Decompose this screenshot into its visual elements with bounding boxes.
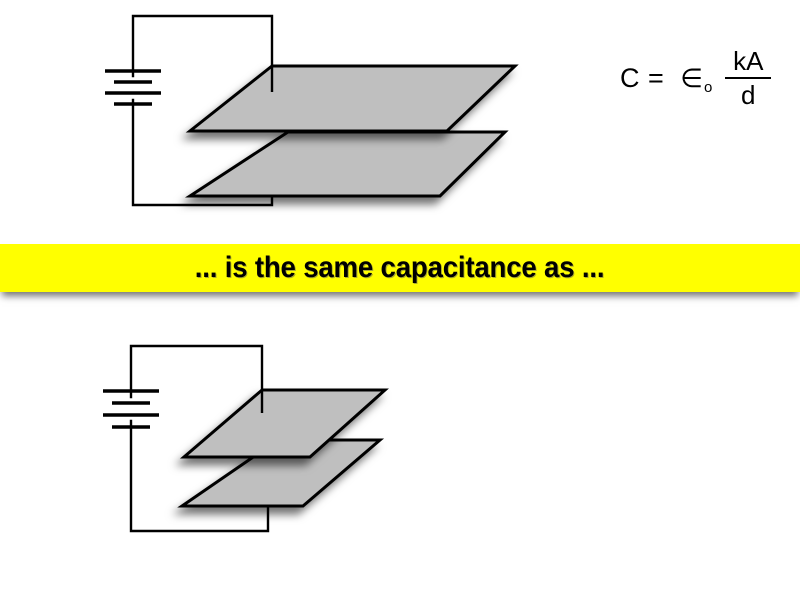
bottom-wire-negative (129, 419, 270, 533)
fraction-denominator: d (741, 80, 756, 110)
fraction-numerator: kA (733, 46, 764, 76)
top-capacitor-diagram (105, 14, 519, 207)
formula-fraction: kA d (725, 46, 772, 110)
top-capacitor-upper-plate (185, 64, 519, 133)
bottom-capacitor-lower-plate (177, 438, 385, 508)
banner-text: ... is the same capacitance as ... (195, 251, 605, 284)
fraction-bar (725, 77, 772, 79)
formula-lhs: C = (620, 62, 665, 93)
top-capacitor-lower-plate (184, 130, 509, 198)
bottom-capacitor-diagram (103, 344, 389, 533)
capacitance-formula: C = ∈o kA d (620, 38, 800, 118)
epsilon-subscript: o (703, 79, 713, 96)
epsilon-symbol: ∈ (680, 63, 703, 93)
bottom-battery-symbol (103, 389, 159, 429)
bottom-capacitor-upper-plate (179, 388, 389, 459)
top-battery-symbol (105, 69, 161, 106)
comparison-banner: ... is the same capacitance as ... (0, 244, 800, 292)
formula-permittivity: ∈o (680, 63, 712, 95)
